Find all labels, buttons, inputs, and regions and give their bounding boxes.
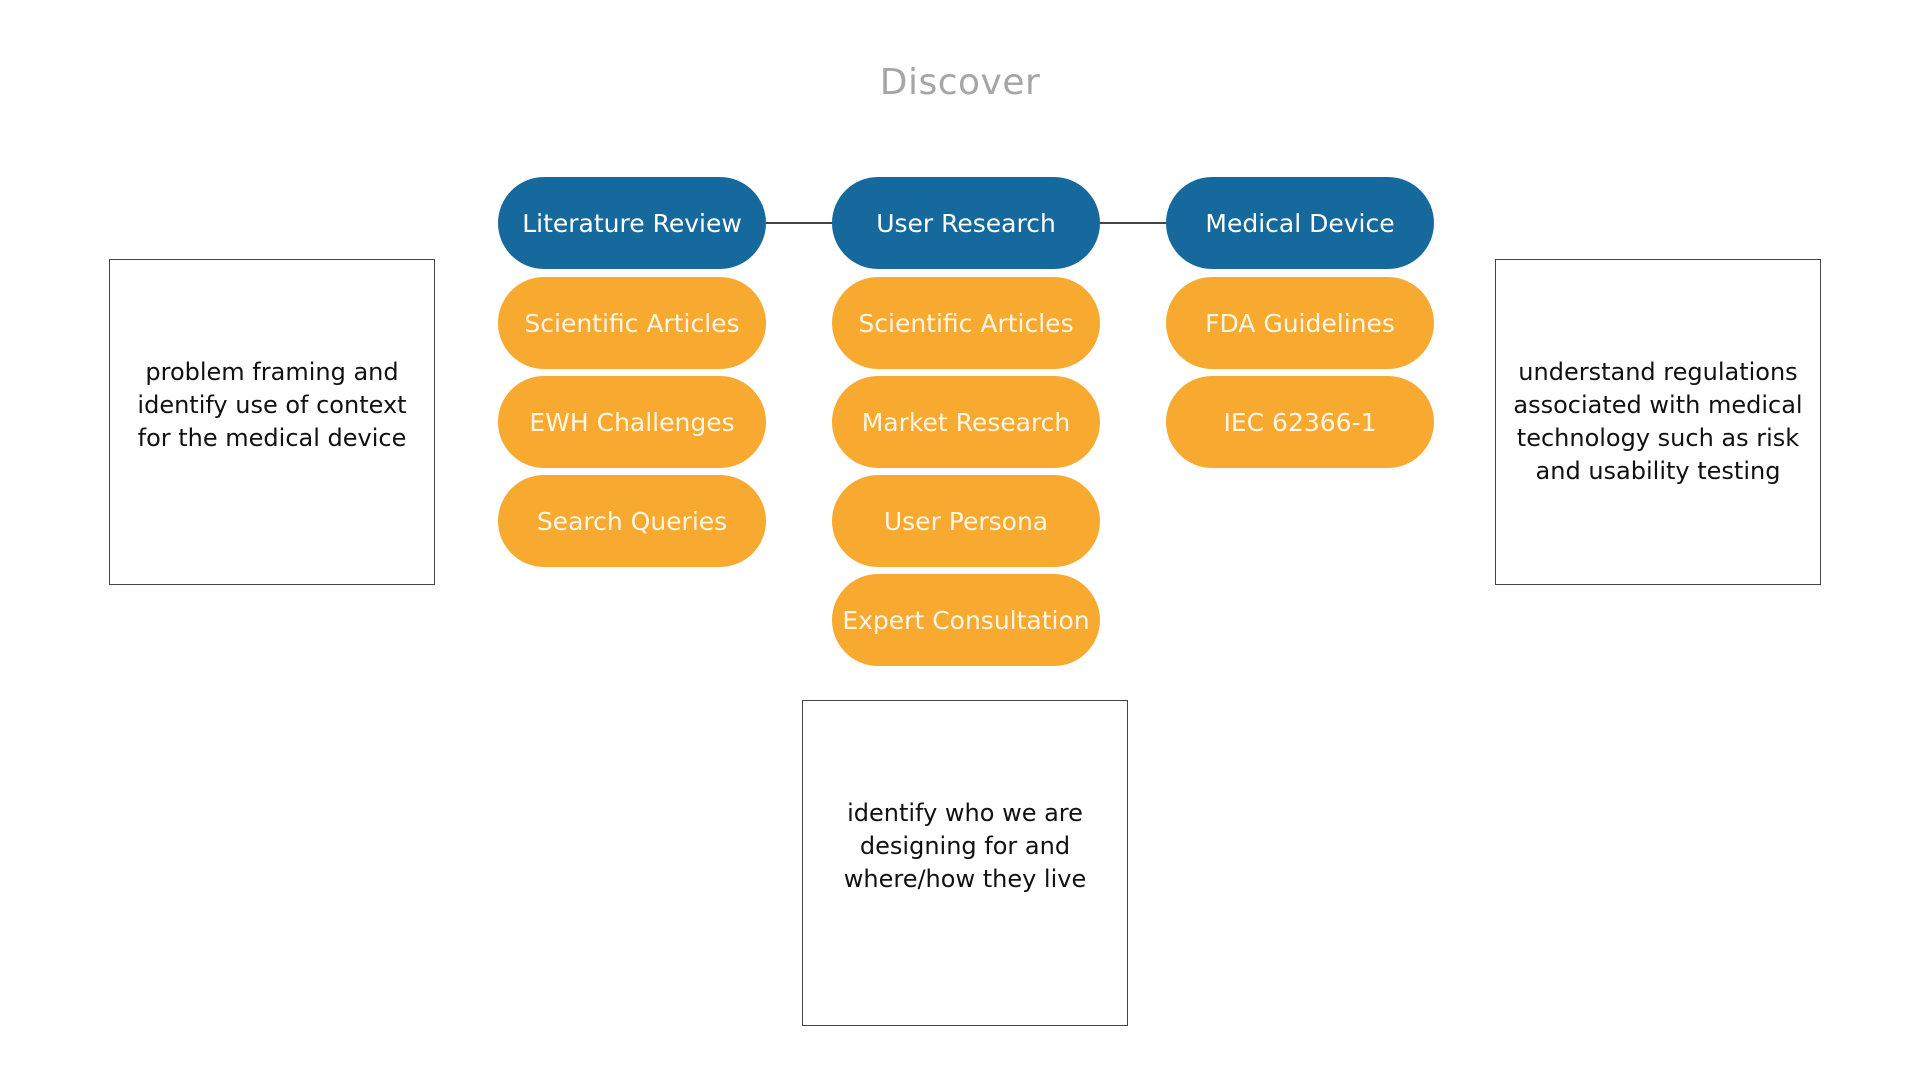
user-research-item[interactable]: Expert Consultation (832, 574, 1100, 666)
literature-review-item[interactable]: Scientific Articles (498, 277, 766, 369)
diagram-title: Discover (879, 62, 1041, 103)
note-center-text: identify who we are designing for and wh… (843, 799, 1087, 893)
user-research-item[interactable]: User Persona (832, 475, 1100, 567)
medical-device-item[interactable]: IEC 62366-1 (1166, 376, 1434, 468)
literature-review-item[interactable]: Search Queries (498, 475, 766, 567)
literature-review-item[interactable]: EWH Challenges (498, 376, 766, 468)
connector-line (1100, 222, 1168, 224)
connector-line (766, 222, 834, 224)
literature-review-header[interactable]: Literature Review (498, 177, 766, 269)
note-right-text: understand regulations associated with m… (1513, 358, 1803, 485)
user-research-header[interactable]: User Research (832, 177, 1100, 269)
user-research-item[interactable]: Scientific Articles (832, 277, 1100, 369)
medical-device-header[interactable]: Medical Device (1166, 177, 1434, 269)
note-left: problem framing and identify use of cont… (109, 259, 435, 585)
note-left-text: problem framing and identify use of cont… (137, 358, 407, 452)
medical-device-item[interactable]: FDA Guidelines (1166, 277, 1434, 369)
user-research-item[interactable]: Market Research (832, 376, 1100, 468)
note-center: identify who we are designing for and wh… (802, 700, 1128, 1026)
note-right: understand regulations associated with m… (1495, 259, 1821, 585)
